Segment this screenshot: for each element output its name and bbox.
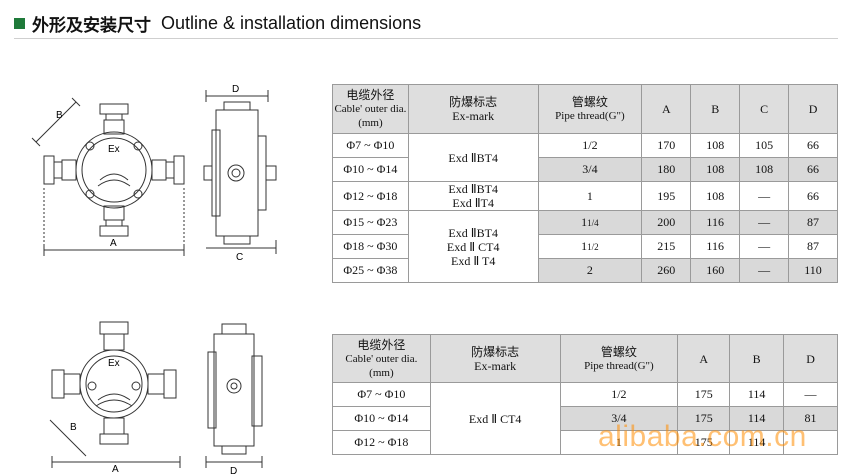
label-b: B	[70, 422, 77, 433]
header-b: B	[729, 334, 785, 383]
exmark-cell: Exd ⅡBT4	[407, 133, 539, 182]
header-exmark: 防爆标志 Ex-mark	[429, 334, 561, 383]
header-cable: 电缆外径 Cable' outer dia. (mm)	[332, 334, 431, 383]
table-row: Φ25 ~ Φ38 2 260 160 — 110	[332, 258, 838, 283]
table-row: Φ10 ~ Φ14 3/4 180 108 108 66	[332, 157, 838, 182]
header-a: A	[641, 84, 692, 134]
top-front-drawing: B Ex A	[31, 97, 185, 256]
header-thread: 管螺纹 Pipe thread(G")	[537, 84, 643, 134]
table-row: Φ18 ~ Φ30 11/2 215 116 — 87	[332, 234, 838, 259]
header-d: D	[788, 84, 838, 134]
exmark-cell: Exd Ⅱ CT4	[429, 382, 561, 455]
header-c: C	[739, 84, 790, 134]
header-a: A	[677, 334, 731, 383]
label-b: B	[56, 110, 63, 121]
label-d: D	[232, 84, 239, 95]
table-row: Φ12 ~ Φ18 Exd ⅡBT4 Exd ⅡT4 1 195 108 — 6…	[332, 181, 838, 211]
label-a: A	[112, 464, 119, 474]
section-header: 外形及安装尺寸 Outline & installation dimension…	[14, 10, 421, 36]
spec-table-1: 电缆外径 Cable' outer dia. (mm) 防爆标志 Ex-mark…	[332, 84, 838, 283]
top-side-drawing: D C	[203, 84, 277, 260]
label-ex: Ex	[108, 144, 120, 155]
header-thread: 管螺纹 Pipe thread(G")	[559, 334, 679, 383]
label-c: C	[236, 252, 243, 260]
section-title-zh: 外形及安装尺寸	[32, 15, 151, 35]
section-title-en: Outline & installation dimensions	[161, 12, 422, 33]
header-cable: 电缆外径 Cable' outer dia. (mm)	[332, 84, 409, 134]
exmark-cell: Exd ⅡBT4 Exd Ⅱ CT4 Exd Ⅱ T4	[407, 210, 539, 283]
watermark: alibaba.com.cn	[598, 420, 807, 453]
table-row: Φ7 ~ Φ10 Exd Ⅱ CT4 1/2 175 114 —	[332, 382, 838, 455]
table-row: Φ12 ~ Φ18 1 175 114	[332, 430, 838, 455]
exmark-cell: Exd ⅡBT4 Exd ⅡT4	[407, 181, 539, 211]
bottom-side-drawing: D	[205, 323, 263, 474]
header-d: D	[783, 334, 838, 383]
bullet-square-icon	[14, 17, 25, 29]
header-b: B	[690, 84, 741, 134]
label-ex: Ex	[108, 358, 120, 369]
table-row: Φ7 ~ Φ10 Exd ⅡBT4 1/2 170 108 105 66	[332, 133, 838, 182]
label-a: A	[110, 238, 117, 249]
spec-table-2: 电缆外径 Cable' outer dia. (mm) 防爆标志 Ex-mark…	[332, 334, 838, 455]
table-row: Φ10 ~ Φ14 3/4 175 114 81	[332, 406, 838, 431]
label-d: D	[230, 466, 237, 474]
bottom-front-drawing: Ex B A	[49, 321, 181, 474]
table-row: Φ15 ~ Φ23 Exd ⅡBT4 Exd Ⅱ CT4 Exd Ⅱ T4 11…	[332, 210, 838, 283]
header-divider	[14, 38, 838, 39]
header-exmark: 防爆标志 Ex-mark	[407, 84, 539, 134]
